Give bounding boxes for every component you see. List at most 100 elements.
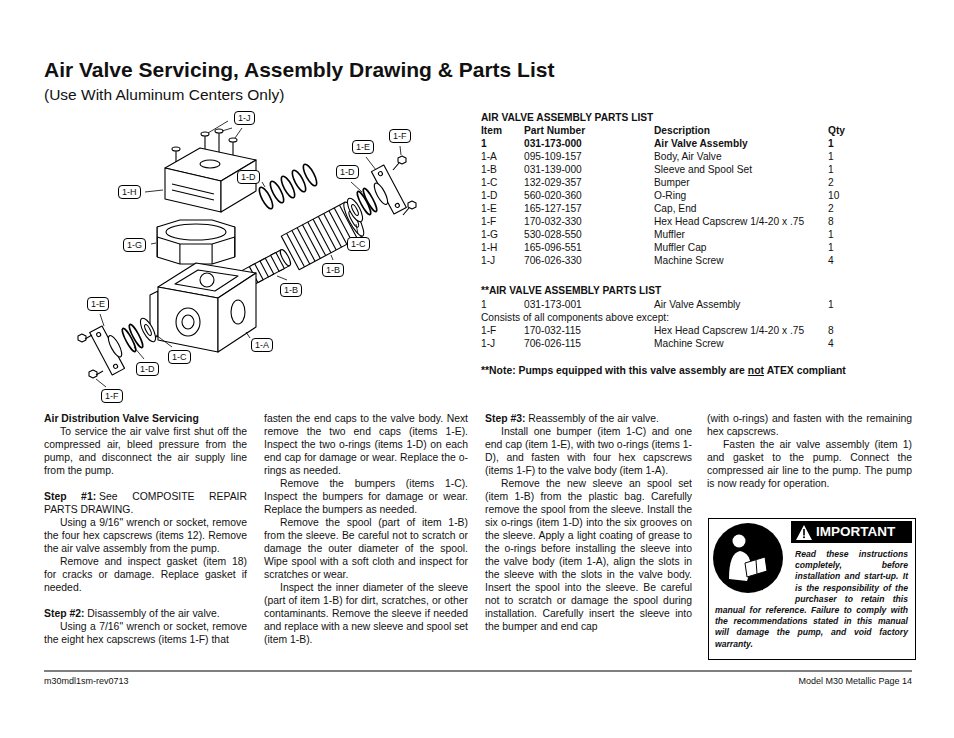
drawing-part: [279, 248, 293, 267]
drawing-part: [212, 244, 213, 264]
table-cell: 530-028-550: [524, 228, 582, 241]
table-cell: Air Valve Assembly: [654, 137, 748, 150]
callout-number: 1-B: [322, 263, 344, 277]
callout-number: 1-B: [280, 283, 302, 297]
drawing-part: [331, 255, 333, 260]
drawing-part: [89, 370, 97, 378]
paragraph: Using a 9/16" wrench or socket, remove t…: [44, 516, 247, 555]
table-title: AIR VALVE ASSEMBLY PARTS LIST: [481, 111, 653, 124]
table-cell: 1-B: [481, 163, 497, 176]
drawing-part: [279, 175, 297, 200]
drawing-part: [235, 128, 242, 138]
note-text: **Note: Pumps equipped with this valve a…: [481, 365, 745, 376]
muffler-cap: [165, 148, 256, 212]
table-cell: 1-H: [481, 241, 497, 254]
drawing-part: [100, 314, 104, 326]
note-emphasis: not: [748, 365, 764, 376]
drawing-part: [96, 379, 106, 387]
drawing-part: [356, 224, 358, 234]
table-cell: 4: [828, 254, 834, 267]
table-cell: 170-032-330: [524, 215, 582, 228]
drawing-part: [157, 220, 235, 244]
table-cell: 1-J: [481, 254, 495, 267]
callout-text: 1-A: [255, 340, 269, 350]
table-cell: 1: [828, 241, 834, 254]
drawing-part: [158, 287, 218, 352]
drawing-part: [175, 270, 238, 291]
table-cell: Machine Screw: [654, 254, 724, 267]
drawing-part: [85, 335, 92, 339]
drawing-part: [378, 171, 383, 176]
table-cell: Muffler: [654, 228, 685, 241]
icon-part: [713, 523, 783, 593]
step-paragraph: Step #3:Reassembly of the air valve.: [485, 412, 692, 425]
callout-text: 1-F: [105, 391, 119, 401]
drawing-part: [151, 243, 156, 244]
drawing-part: [156, 335, 172, 347]
table-cell: Item: [481, 124, 502, 137]
drawing-part: [179, 244, 180, 264]
table-title: **AIR VALVE ASSEMBLY PARTS LIST: [481, 284, 661, 297]
table-cell: Description: [654, 124, 710, 137]
paragraph: Remove and inspect gasket (item 18) for …: [44, 555, 247, 594]
important-body: Read these instructions completely, befo…: [709, 519, 915, 656]
callout-number: 1-D: [237, 170, 260, 184]
table-cell: 1: [828, 137, 834, 150]
icon-space: [715, 549, 795, 599]
table-cell: Bumper: [654, 176, 690, 189]
muffler: [157, 220, 235, 264]
page-subtitle: (Use With Aluminum Centers Only): [44, 86, 284, 104]
atex-note: **Note: Pumps equipped with this valve a…: [481, 364, 846, 377]
drawing-part: [172, 190, 214, 200]
table-cell: 1-C: [481, 176, 497, 189]
drawing-part: [398, 156, 406, 164]
table-cell: 132-029-357: [524, 176, 582, 189]
table-cell: 1-E: [481, 202, 497, 215]
callout-text: 1-B: [284, 285, 298, 295]
footer-code: m30mdl1sm-rev0713: [44, 676, 129, 687]
table-cell: 1-D: [481, 189, 497, 202]
text-column: (with o-rings) and fasten with the remai…: [707, 412, 912, 490]
drawing-part: [96, 371, 103, 375]
drawing-part: [221, 160, 256, 212]
table-cell: Hex Head Capscrew 1/4-20 x .75: [654, 215, 804, 228]
drawing-part: [366, 165, 406, 217]
drawing-part: [222, 128, 232, 131]
step-text: Reassembly of the air valve.: [528, 413, 659, 424]
table-cell: Hex Head Capscrew 1/4-20 x .75: [654, 324, 804, 337]
callout-number: 1-E: [352, 140, 374, 154]
drawing-part: [260, 258, 274, 277]
drawing-part: [234, 237, 235, 257]
footer-page: Model M30 Metallic Page 14: [798, 676, 912, 687]
o-rings-upper: [257, 163, 319, 211]
callout-number: 1-C: [168, 350, 191, 364]
drawing-part: [340, 200, 367, 238]
drawing-part: [201, 132, 209, 136]
icon-part: [803, 536, 805, 538]
paragraph: Using a 7/16" wrench or socket, remove t…: [44, 620, 247, 646]
callout-text: 1-E: [356, 142, 370, 152]
table-cell: 1-A: [481, 150, 497, 163]
callout-number: 1-G: [123, 238, 146, 252]
drawing-part: [408, 201, 416, 209]
table-cell: 8: [828, 215, 834, 228]
table-cell: 10: [828, 189, 839, 202]
paragraph: Remove the spool (part of item 1-B) from…: [264, 516, 468, 581]
drawing-part: [106, 334, 124, 359]
text-column: Air Distribution Valve ServicingTo servi…: [44, 412, 247, 646]
table-cell: Part Number: [524, 124, 585, 137]
table-cell: 1: [828, 228, 834, 241]
step-text: Disassembly of the air valve.: [87, 608, 219, 619]
drawing-part: [90, 326, 125, 375]
page-title: Air Valve Servicing, Assembly Drawing & …: [44, 58, 554, 82]
step-heading: Step #3:: [485, 413, 525, 424]
drawing-part: [113, 364, 118, 369]
table-cell: 1: [828, 298, 834, 311]
drawing-part: [176, 308, 200, 336]
icon-part: [756, 560, 757, 574]
drawing-part: [90, 323, 130, 375]
callout-number: 1-E: [87, 297, 109, 311]
table-cell: 1-J: [481, 337, 495, 350]
callout-text: 1-B: [326, 265, 340, 275]
